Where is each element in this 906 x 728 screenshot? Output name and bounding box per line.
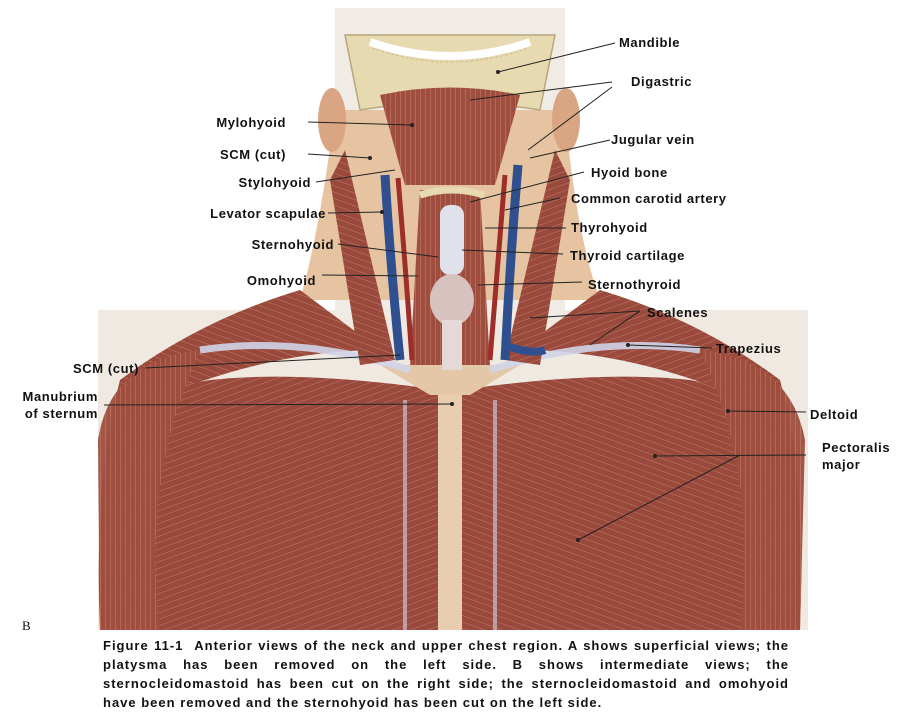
label-omohyoid: Omohyoid <box>246 273 316 288</box>
neck-chest-anatomy-illustration <box>98 8 808 630</box>
label-sternohyoid: Sternohyoid <box>251 237 334 252</box>
figure-caption: Figure 11-1 Anterior views of the neck a… <box>103 636 789 712</box>
label-digastric: Digastric <box>631 74 693 89</box>
thyroid-gland <box>430 274 474 326</box>
label-trapezius: Trapezius <box>716 341 782 356</box>
label-scm-cut-upper: SCM (cut) <box>219 147 286 162</box>
leader-lines <box>103 42 807 541</box>
sternum <box>438 380 462 630</box>
figure-number: Figure 11-1 <box>103 638 184 653</box>
right-ear <box>552 88 580 152</box>
jugular-vein-left <box>380 174 405 361</box>
trachea <box>442 320 462 370</box>
hyoid <box>418 186 486 199</box>
label-jugular-vein: Jugular vein <box>611 132 695 147</box>
label-stylohyoid: Stylohyoid <box>238 175 311 190</box>
carotid-right <box>487 174 508 361</box>
thyroid-cartilage <box>440 205 464 275</box>
label-hyoid-bone: Hyoid bone <box>591 165 668 180</box>
jugular-vein-right <box>500 164 523 361</box>
carotid-left <box>395 177 415 361</box>
deltoid-left <box>98 350 200 630</box>
label-sternothyroid: Sternothyroid <box>588 277 682 292</box>
label-mandible: Mandible <box>619 35 681 50</box>
mylohyoid-muscle <box>380 87 520 185</box>
label-manubrium: Manubrium <box>22 389 98 404</box>
pectoralis-right <box>460 376 802 630</box>
label-thyroid-cartilage: Thyroid cartilage <box>570 248 685 263</box>
clavicle-left <box>199 342 412 374</box>
label-scm-cut-lower: SCM (cut) <box>72 361 139 376</box>
label-levator-scapulae: Levator scapulae <box>210 206 326 221</box>
panel-letter: B <box>22 618 31 633</box>
left-ear <box>318 88 346 152</box>
caption-text: Anterior views of the neck and upper che… <box>103 638 789 710</box>
label-of-sternum: of sternum <box>24 406 98 421</box>
sternocleidomastoid-right <box>505 150 570 365</box>
label-pectoralis: Pectoralis <box>822 440 891 455</box>
label-thyrohyoid: Thyrohyoid <box>571 220 648 235</box>
sternocleidomastoid-left <box>330 150 395 365</box>
label-scalenes: Scalenes <box>647 305 709 320</box>
pectoralis-left <box>98 376 440 630</box>
deltoid-right <box>700 350 805 630</box>
label-major: major <box>822 457 861 472</box>
label-mylohyoid: Mylohyoid <box>216 115 286 130</box>
label-common-carotid-artery: Common carotid artery <box>571 191 727 206</box>
label-deltoid: Deltoid <box>810 407 859 422</box>
